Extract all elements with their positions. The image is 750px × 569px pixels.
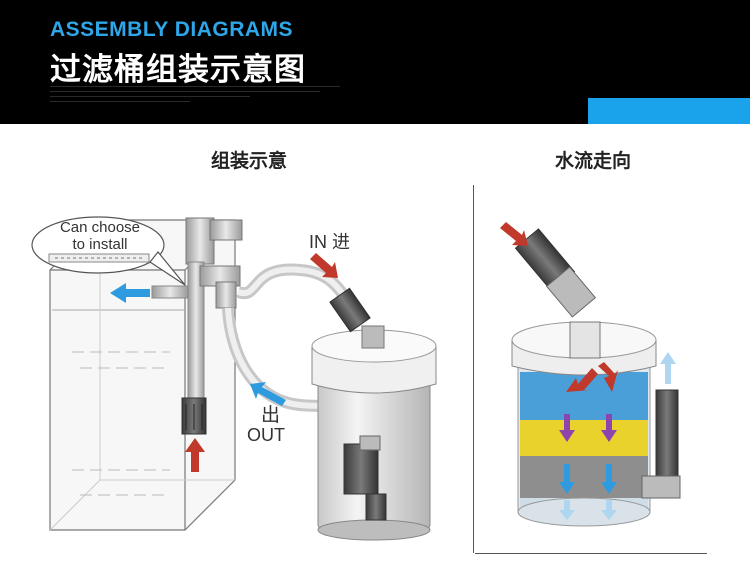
canister-filter-left [312, 288, 436, 540]
callout-line-2: to install [52, 236, 148, 253]
flow-in-arrow [500, 222, 528, 246]
flow-out-arrow [660, 352, 676, 384]
canister-filter-right [512, 229, 680, 526]
callout-label: Can choose to install [52, 219, 148, 253]
in-label: IN 进 [309, 228, 350, 254]
out-label-chinese: 出 [261, 400, 280, 427]
out-label-english: OUT [247, 425, 285, 446]
callout-line-1: Can choose [52, 219, 148, 236]
